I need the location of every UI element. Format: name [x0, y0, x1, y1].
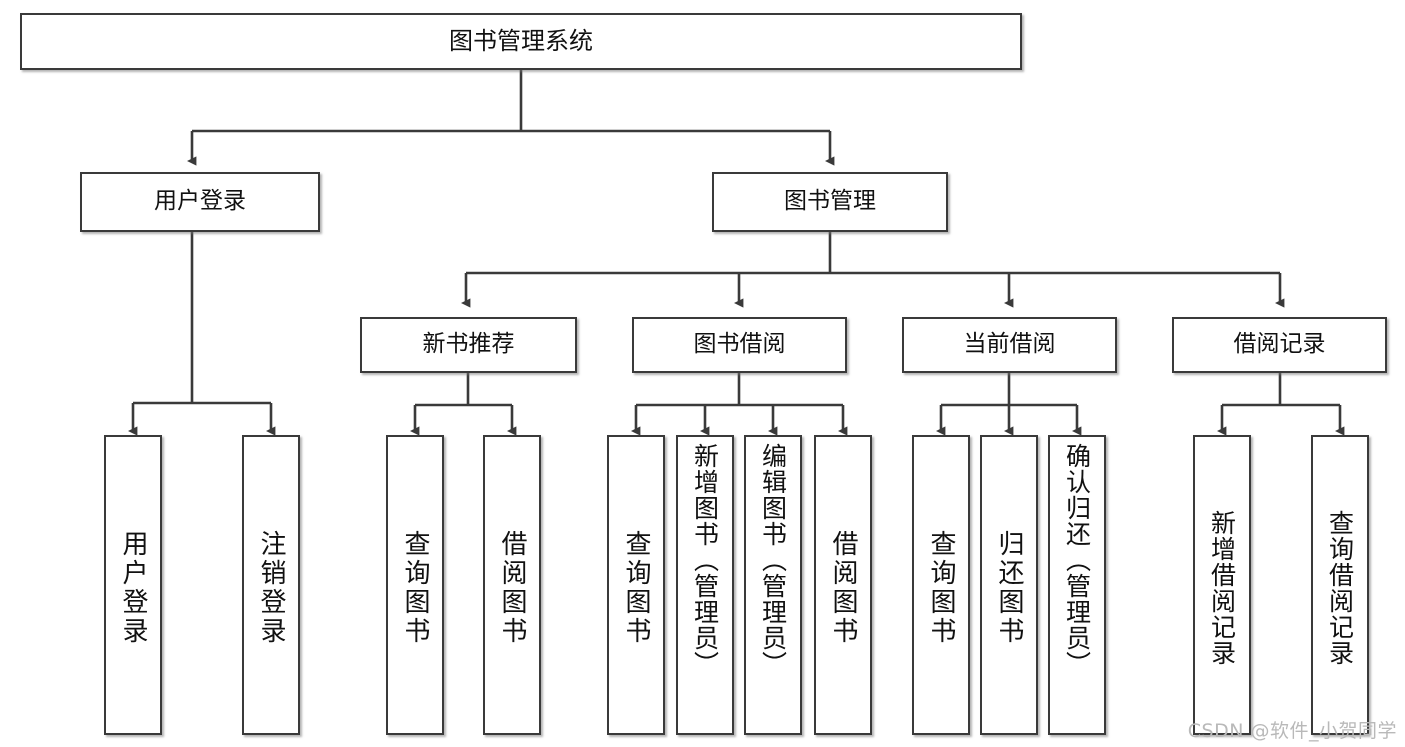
leaf-user-login[interactable]: 用户登录: [104, 435, 162, 735]
leaf-user-logout[interactable]: 注销登录: [242, 435, 300, 735]
leaf-add-book[interactable]: 新增图书（管理员）: [676, 435, 734, 735]
leaf-query-book-borrow[interactable]: 查询图书: [607, 435, 665, 735]
node-borrow-record-label: 借阅记录: [1233, 331, 1326, 358]
leaf-query-borrow-record[interactable]: 查询借阅记录: [1311, 435, 1369, 735]
leaf-query-book-current-label: 查询图书: [926, 530, 956, 646]
node-book-manage[interactable]: 图书管理: [712, 172, 948, 232]
leaf-confirm-return-label: 确认归还（管理员）: [1062, 443, 1092, 677]
leaf-add-book-label: 新增图书（管理员）: [690, 443, 720, 677]
watermark: CSDN @软件_小贺同学: [1187, 720, 1397, 742]
leaf-query-book-recommend-label: 查询图书: [400, 530, 430, 646]
node-user-login-label: 用户登录: [154, 188, 246, 215]
leaf-borrow-book[interactable]: 借阅图书: [814, 435, 872, 735]
leaf-query-book-current[interactable]: 查询图书: [912, 435, 970, 735]
leaf-confirm-return[interactable]: 确认归还（管理员）: [1048, 435, 1106, 735]
leaf-return-book-label: 归还图书: [994, 530, 1024, 646]
node-new-book-recommend[interactable]: 新书推荐: [360, 317, 577, 373]
node-root-label: 图书管理系统: [449, 27, 593, 56]
leaf-query-book-borrow-label: 查询图书: [621, 530, 651, 646]
node-current-borrow[interactable]: 当前借阅: [902, 317, 1117, 373]
leaf-query-book-recommend[interactable]: 查询图书: [386, 435, 444, 735]
node-current-borrow-label: 当前借阅: [963, 331, 1056, 358]
leaf-borrow-book-label: 借阅图书: [828, 530, 858, 646]
node-book-borrow[interactable]: 图书借阅: [632, 317, 847, 373]
leaf-user-login-label: 用户登录: [118, 530, 148, 646]
leaf-return-book[interactable]: 归还图书: [980, 435, 1038, 735]
node-user-login[interactable]: 用户登录: [80, 172, 320, 232]
node-book-borrow-label: 图书借阅: [693, 331, 786, 358]
leaf-add-borrow-record-label: 新增借阅记录: [1207, 510, 1237, 666]
leaf-user-logout-label: 注销登录: [256, 530, 286, 646]
node-borrow-record[interactable]: 借阅记录: [1172, 317, 1387, 373]
node-book-manage-label: 图书管理: [784, 188, 876, 215]
node-root[interactable]: 图书管理系统: [20, 13, 1022, 70]
leaf-borrow-book-recommend-label: 借阅图书: [497, 530, 527, 646]
leaf-borrow-book-recommend[interactable]: 借阅图书: [483, 435, 541, 735]
leaf-edit-book-label: 编辑图书（管理员）: [758, 443, 788, 677]
leaf-query-borrow-record-label: 查询借阅记录: [1325, 510, 1355, 666]
leaf-edit-book[interactable]: 编辑图书（管理员）: [744, 435, 802, 735]
node-new-book-recommend-label: 新书推荐: [422, 331, 515, 358]
leaf-add-borrow-record[interactable]: 新增借阅记录: [1193, 435, 1251, 735]
